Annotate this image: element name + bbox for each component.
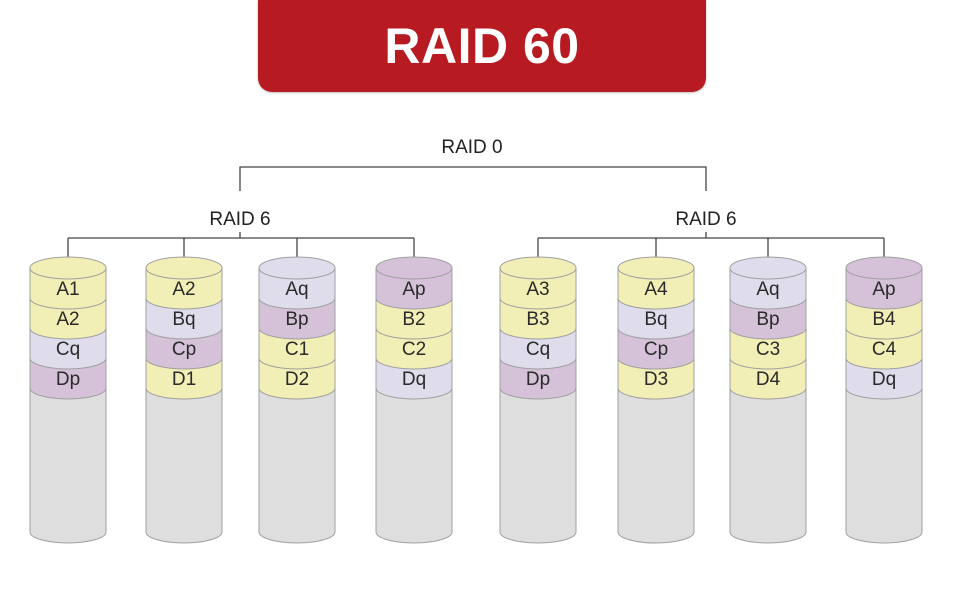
block-label: Dp [56, 369, 80, 390]
disk-block [729, 267, 807, 310]
block-label: B4 [872, 309, 896, 330]
disk-block [145, 357, 223, 400]
disk-body [729, 387, 807, 544]
block-label: A2 [172, 279, 195, 300]
block-label: Aq [756, 279, 779, 300]
disk-block [845, 267, 923, 310]
block-label: A4 [644, 279, 668, 300]
disk-body [258, 387, 336, 544]
block-label: B2 [402, 309, 425, 330]
block-label: C3 [756, 339, 780, 360]
disk-block [499, 327, 577, 370]
disk-block [29, 357, 107, 400]
disk-block [145, 327, 223, 370]
block-label: Cq [526, 339, 550, 360]
block-label: Bq [644, 309, 667, 330]
block-label: A2 [56, 309, 79, 330]
block-label: Dp [526, 369, 550, 390]
disk-block [617, 357, 695, 400]
title-banner: RAID 60 [258, 0, 706, 92]
disk-block [617, 327, 695, 370]
disk-top [845, 256, 923, 280]
block-label: D2 [285, 369, 309, 390]
page-title: RAID 60 [384, 18, 580, 74]
block-label: Ap [402, 279, 425, 300]
disk-block [258, 297, 336, 340]
block-label: Aq [285, 279, 308, 300]
disk-body [145, 387, 223, 544]
disk-top [729, 256, 807, 280]
block-label: A3 [526, 279, 549, 300]
disk-block [145, 297, 223, 340]
block-label: Dq [872, 369, 896, 390]
disk-body [375, 387, 453, 544]
disk-block [29, 267, 107, 310]
disk-block [729, 357, 807, 400]
block-label: Cq [56, 339, 80, 360]
disk-top [145, 256, 223, 280]
disk-top [29, 256, 107, 280]
disk-block [845, 297, 923, 340]
disk-block [499, 267, 577, 310]
block-label: C1 [285, 339, 309, 360]
disk-body [29, 387, 107, 544]
disk-body [617, 387, 695, 544]
disk-block [729, 327, 807, 370]
block-label: Bp [756, 309, 779, 330]
raid6-label: RAID 6 [675, 209, 736, 230]
block-label: A1 [56, 279, 79, 300]
disk-top [258, 256, 336, 280]
disk-block [29, 327, 107, 370]
disk-block [375, 267, 453, 310]
block-label: D3 [644, 369, 668, 390]
disk-block [729, 297, 807, 340]
disk-block [375, 327, 453, 370]
raid6-label: RAID 6 [209, 209, 270, 230]
disk-top [375, 256, 453, 280]
disk-block [145, 267, 223, 310]
block-label: D1 [172, 369, 196, 390]
block-label: C4 [872, 339, 897, 360]
disk-block [258, 357, 336, 400]
disk-top [499, 256, 577, 280]
disk-body [845, 387, 923, 544]
disk-block [845, 327, 923, 370]
block-label: Dq [402, 369, 426, 390]
block-label: Cp [644, 339, 668, 360]
disk-block [375, 357, 453, 400]
disk-block [258, 327, 336, 370]
disk-block [499, 297, 577, 340]
disk-block [617, 267, 695, 310]
disk-block [375, 297, 453, 340]
block-label: Cp [172, 339, 196, 360]
raid0-connector [239, 166, 707, 191]
disk-block [617, 297, 695, 340]
disk-block [258, 267, 336, 310]
disk-top [617, 256, 695, 280]
block-label: Bq [172, 309, 195, 330]
disk-block [499, 357, 577, 400]
block-label: D4 [756, 369, 781, 390]
raid0-label: RAID 0 [441, 137, 502, 158]
disk-block [845, 357, 923, 400]
block-label: C2 [402, 339, 426, 360]
block-label: Ap [872, 279, 895, 300]
disk-block [29, 297, 107, 340]
disk-body [499, 387, 577, 544]
block-label: B3 [526, 309, 549, 330]
block-label: Bp [285, 309, 308, 330]
